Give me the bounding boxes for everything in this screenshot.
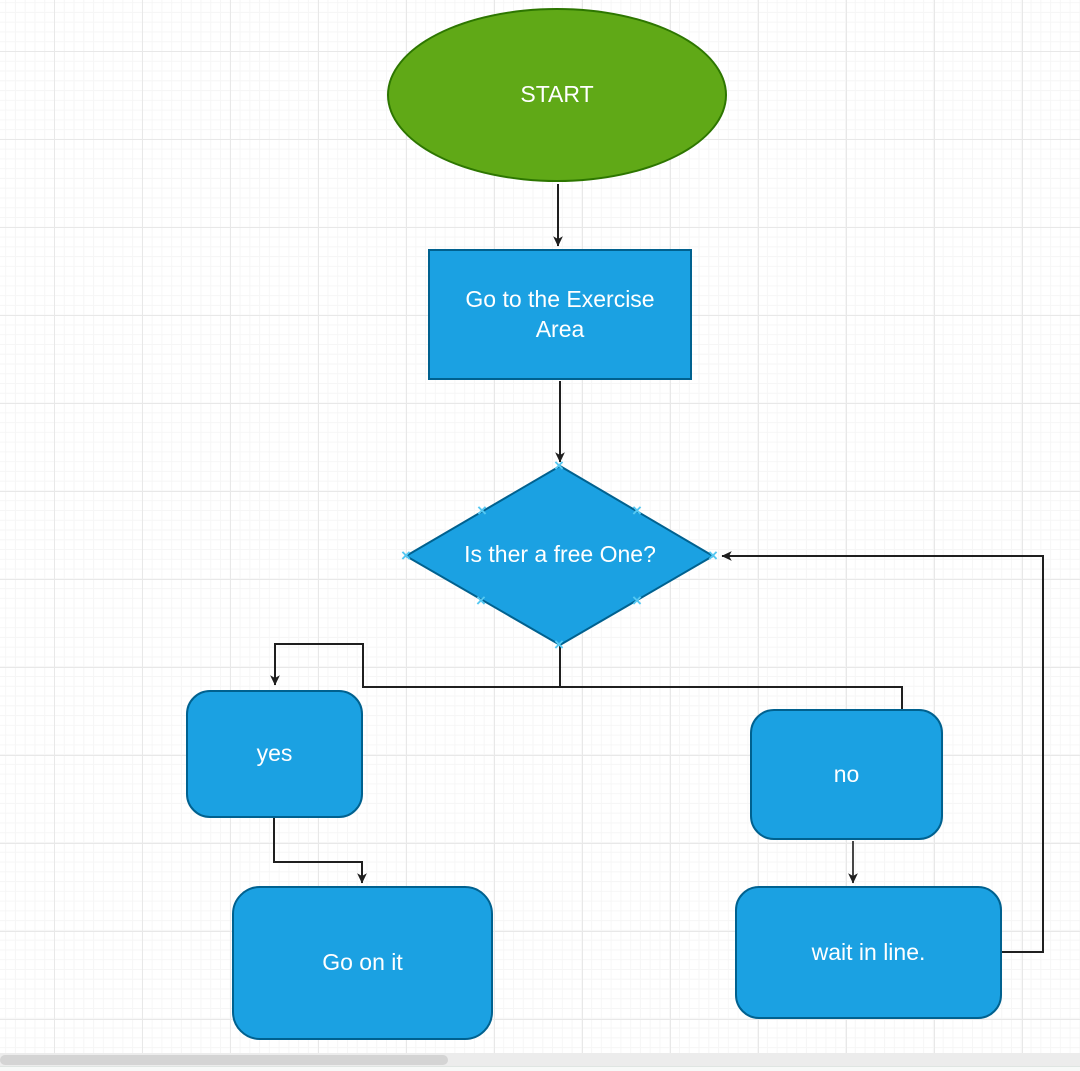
edge-yes-to-go-on-it[interactable] (273, 818, 367, 884)
node-no-label: no (833, 760, 860, 787)
node-no[interactable]: no (750, 709, 943, 840)
node-start[interactable]: START (387, 8, 727, 182)
node-decision-label: Is ther a free One? (464, 541, 656, 567)
connection-point-icon[interactable]: × (554, 456, 564, 475)
node-yes[interactable]: yes (186, 690, 363, 818)
footer-strip (0, 1066, 1080, 1071)
node-go-on-it-label: Go on it (322, 949, 403, 976)
node-go-on-it[interactable]: Go on it (232, 886, 493, 1040)
connection-point-icon[interactable]: × (401, 546, 411, 565)
horizontal-scrollbar-thumb[interactable] (0, 1055, 448, 1065)
node-decision-shape[interactable] (404, 464, 715, 647)
node-yes-label: yes (256, 740, 293, 767)
node-wait-in-line-label: wait in line. (811, 938, 926, 965)
edge-decision-to-no[interactable] (559, 646, 903, 711)
connection-point-icon[interactable]: × (632, 591, 642, 610)
node-start-label: START (520, 81, 594, 108)
node-wait-in-line[interactable]: wait in line. (735, 886, 1002, 1019)
connection-point-icon[interactable]: × (632, 501, 642, 520)
connection-point-icon[interactable]: × (708, 546, 718, 565)
connection-point-icon[interactable]: × (476, 591, 486, 610)
connection-point-icon[interactable]: × (554, 635, 564, 654)
horizontal-scrollbar-track[interactable] (0, 1053, 1080, 1066)
node-goto-area[interactable]: Go to the Exercise Area (428, 249, 692, 380)
connection-point-icon[interactable]: × (477, 501, 487, 520)
node-goto-area-label: Go to the Exercise Area (465, 285, 655, 342)
edge-wait-to-decision[interactable] (721, 551, 1044, 953)
edge-decision-to-yes[interactable] (270, 643, 560, 688)
